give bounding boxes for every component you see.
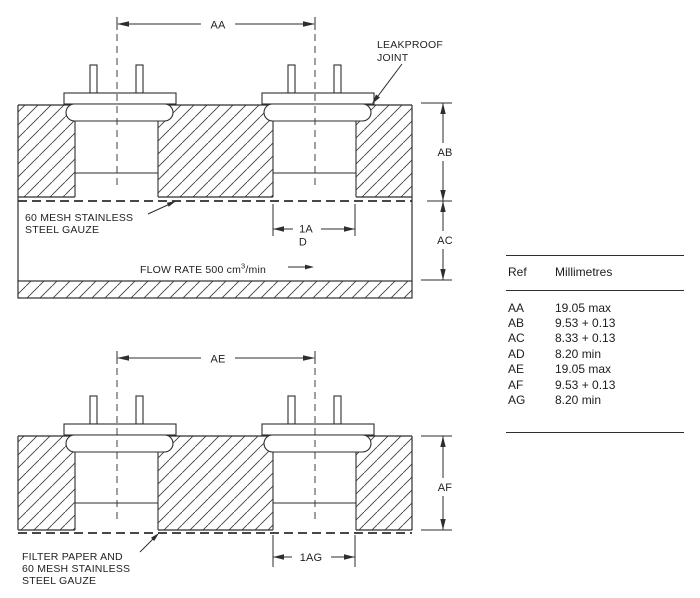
table-cell-value: 8.20 min <box>555 393 602 408</box>
svg-text:60 MESH STAINLESS: 60 MESH STAINLESS <box>25 212 133 224</box>
table-cell-value: 9.53 + 0.13 <box>555 316 616 331</box>
dimension-ag <box>272 535 356 567</box>
table-bottom-rule <box>506 431 684 433</box>
leader-arrowhead <box>166 201 176 207</box>
table-row: AF 9.53 + 0.13 <box>508 377 684 392</box>
arrowhead <box>440 190 446 201</box>
svg-text:FLOW RATE 500 cm3/min: FLOW RATE 500 cm3/min <box>140 262 266 277</box>
svg-text:FILTER PAPER AND: FILTER PAPER AND <box>22 551 123 563</box>
top-cross-section-diagram: AA LEAKPROOF JOINT 60 MESH STAINLESS STE… <box>17 17 453 299</box>
table-cell-ref: AD <box>508 346 525 361</box>
arrowhead <box>117 355 129 361</box>
dimension-af <box>421 435 452 531</box>
table-row: AE 19.05 max <box>508 362 684 377</box>
arrowhead <box>303 355 315 361</box>
svg-text:60 MESH STAINLESS: 60 MESH STAINLESS <box>22 563 130 575</box>
arrowhead <box>440 436 446 447</box>
dim-label-ab: AB <box>437 147 452 159</box>
svg-text:JOINT: JOINT <box>377 52 409 64</box>
arrowhead <box>273 554 284 560</box>
table-cell-ref: AG <box>508 393 526 408</box>
table-header-ref: Ref <box>508 265 527 279</box>
table-header-millimetres: Millimetres <box>555 265 613 279</box>
svg-text:STEEL GAUZE: STEEL GAUZE <box>22 575 96 587</box>
table-top-rule <box>506 255 684 256</box>
table-cell-ref: AB <box>508 316 525 331</box>
table-cell-ref: AC <box>508 331 525 346</box>
dimension-ab-ac <box>421 102 452 281</box>
table-cell-value: 8.20 min <box>555 346 602 361</box>
dim-label-af: AF <box>438 482 453 494</box>
table-cell-value: 9.53 + 0.13 <box>555 377 616 392</box>
dim-label-ag: 1AG <box>300 552 323 564</box>
table-row: AD 8.20 min <box>508 346 684 361</box>
table-row: AA 19.05 max <box>508 300 684 315</box>
arrowhead <box>117 21 129 27</box>
dimension-aa <box>116 17 316 30</box>
table-body: AA 19.05 max AB 9.53 + 0.13 AC 8.33 + 0.… <box>506 291 684 408</box>
arrowhead <box>440 103 446 114</box>
dimension-ad <box>272 204 356 236</box>
filter-paper-label: FILTER PAPER AND 60 MESH STAINLESS STEEL… <box>22 533 159 587</box>
dimension-reference-table: Ref Millimetres AA 19.05 max AB 9.53 + 0… <box>506 255 684 433</box>
dim-label-aa: AA <box>210 20 226 32</box>
table-header-rule <box>506 290 684 291</box>
centerline <box>116 22 316 189</box>
leader-arrowhead <box>372 94 380 104</box>
table-cell-ref: AF <box>508 377 524 392</box>
table-header-row: Ref Millimetres <box>506 256 684 290</box>
arrowhead <box>273 226 284 232</box>
table-row: AG 8.20 min <box>508 392 684 407</box>
dim-label-ae: AE <box>210 354 225 366</box>
table-row: AC 8.33 + 0.13 <box>508 331 684 346</box>
arrowhead <box>344 554 355 560</box>
svg-text:LEAKPROOF: LEAKPROOF <box>377 39 443 51</box>
table-cell-value: 19.05 max <box>555 300 612 315</box>
gauze-label: 60 MESH STAINLESS STEEL GAUZE <box>25 201 176 236</box>
leader-arrowhead <box>151 533 159 541</box>
bottom-plate <box>17 280 413 299</box>
dimension-ae <box>116 351 316 364</box>
table-row: AB 9.53 + 0.13 <box>508 315 684 330</box>
table-cell-ref: AE <box>508 362 525 377</box>
arrowhead <box>440 201 446 212</box>
arrowhead <box>344 226 355 232</box>
dim-label-ad-2: D <box>299 237 307 249</box>
arrowhead <box>440 269 446 280</box>
svg-text:STEEL GAUZE: STEEL GAUZE <box>25 224 99 236</box>
flow-rate-label: FLOW RATE 500 cm3/min <box>140 262 314 277</box>
table-cell-ref: AA <box>508 300 525 315</box>
flow-arrowhead <box>305 264 314 270</box>
leakproof-joint-label: LEAKPROOF JOINT <box>372 39 443 104</box>
arrowhead <box>303 21 315 27</box>
centerline <box>116 356 316 523</box>
dim-label-ac: AC <box>437 235 453 247</box>
table-cell-value: 8.33 + 0.13 <box>555 331 616 346</box>
table-cell-value: 19.05 max <box>555 362 612 377</box>
arrowhead <box>440 519 446 530</box>
dim-label-ad-1: 1A <box>299 224 313 236</box>
bottom-cross-section-diagram: AE FILTER PAPER AND 60 MESH STAINLESS ST… <box>17 351 453 587</box>
